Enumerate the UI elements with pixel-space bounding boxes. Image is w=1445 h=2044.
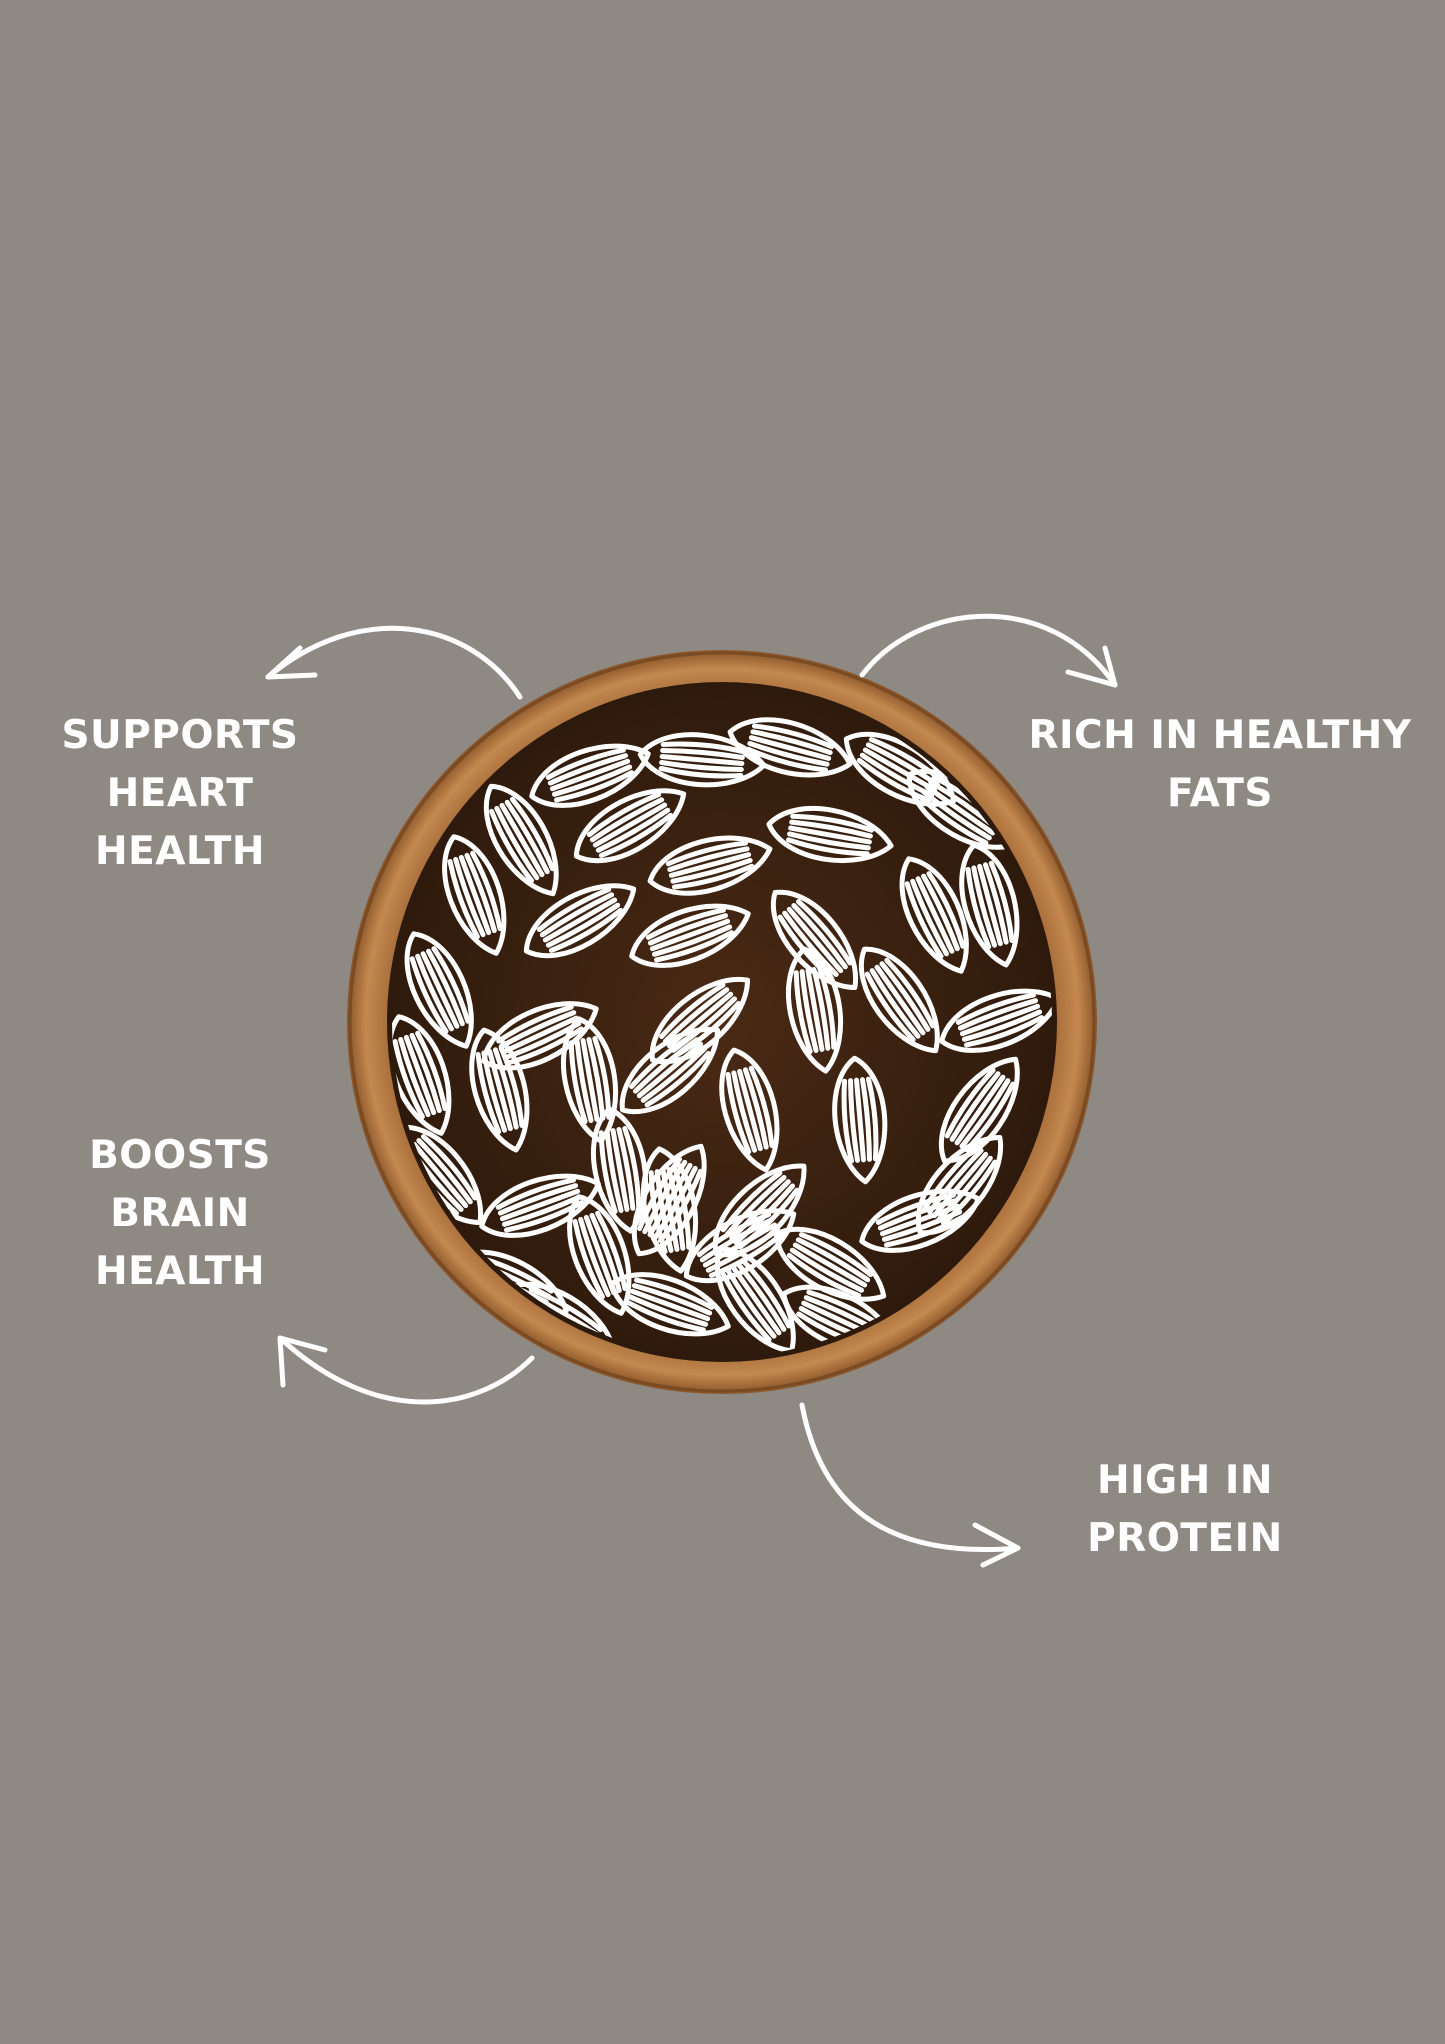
almond-shape — [481, 1001, 599, 1071]
label-line: PROTEIN — [1087, 1516, 1283, 1561]
almond-shape — [640, 1146, 699, 1274]
almond-shape — [649, 976, 750, 1065]
label-line: HIGH IN — [1096, 1458, 1274, 1503]
almond-shape — [483, 783, 559, 897]
label-line: HEART — [106, 771, 254, 816]
bowl-rim-highlight — [348, 651, 1096, 1393]
label-supports-heart-health: SUPPORTS HEART HEALTH — [45, 707, 315, 881]
almond-shape — [523, 883, 637, 959]
almond-shape — [938, 1056, 1020, 1164]
almond-shape — [719, 1047, 780, 1173]
almond-shape — [939, 988, 1052, 1053]
bowl-inner — [387, 682, 1057, 1362]
almond-shape — [766, 805, 894, 864]
almond-shape — [637, 732, 767, 788]
bowl-rim — [347, 650, 1097, 1394]
almond-shape — [567, 1194, 632, 1316]
almond-shape — [451, 1249, 569, 1319]
almond-shape — [479, 1173, 601, 1238]
almond-shape — [727, 717, 853, 778]
label-line: HEALTH — [94, 829, 266, 874]
almond-shape — [915, 1135, 1004, 1236]
label-high-in-protein: HIGH IN PROTEIN — [1055, 1452, 1315, 1568]
almond-shape — [906, 768, 1014, 850]
label-line: BOOSTS — [89, 1133, 271, 1178]
almond-shape — [590, 1106, 649, 1234]
curved-arrow-icon — [277, 1335, 535, 1405]
almond-shape — [503, 1281, 617, 1357]
almond-shape — [858, 946, 940, 1054]
almond-shape — [770, 889, 859, 990]
label-rich-in-healthy-fats: RICH IN HEALTHY FATS — [1025, 707, 1415, 823]
almond-shape — [619, 1026, 720, 1115]
curved-arrow-icon — [265, 625, 523, 700]
label-line: HEALTH — [94, 1249, 266, 1294]
almond-shape — [647, 835, 773, 896]
almond-shape — [832, 1055, 888, 1185]
almond-shape — [469, 1027, 530, 1153]
almond-shape — [899, 856, 969, 974]
curved-arrow-icon — [799, 1402, 1021, 1568]
almond-shape — [959, 842, 1020, 968]
almond-shape — [631, 1143, 707, 1257]
almond-shape — [714, 1246, 796, 1354]
almond-shape — [392, 1014, 452, 1136]
almond-shape — [560, 1016, 619, 1144]
almond-shape — [843, 731, 957, 807]
almond-shape — [773, 1226, 887, 1302]
label-line: RICH IN HEALTHY — [1028, 713, 1412, 758]
almond-shape — [404, 931, 474, 1049]
almond-shape — [629, 903, 751, 968]
almond-shape — [573, 788, 687, 864]
almond-shape — [529, 743, 651, 808]
almond-shape — [712, 1163, 807, 1258]
almonds-group — [392, 717, 1052, 1357]
almond-shape — [785, 946, 844, 1074]
almond-shape — [781, 1284, 899, 1354]
almond-shape — [395, 1124, 484, 1225]
almond-shape — [442, 834, 507, 956]
label-line: SUPPORTS — [61, 713, 299, 758]
almond-shape — [609, 1272, 731, 1337]
label-line: BRAIN — [110, 1191, 250, 1236]
label-line: FATS — [1166, 771, 1273, 816]
label-boosts-brain-health: BOOSTS BRAIN HEALTH — [45, 1127, 315, 1301]
curved-arrow-icon — [859, 613, 1118, 688]
almond-shape — [859, 1188, 981, 1253]
almond-shape — [683, 1208, 797, 1284]
